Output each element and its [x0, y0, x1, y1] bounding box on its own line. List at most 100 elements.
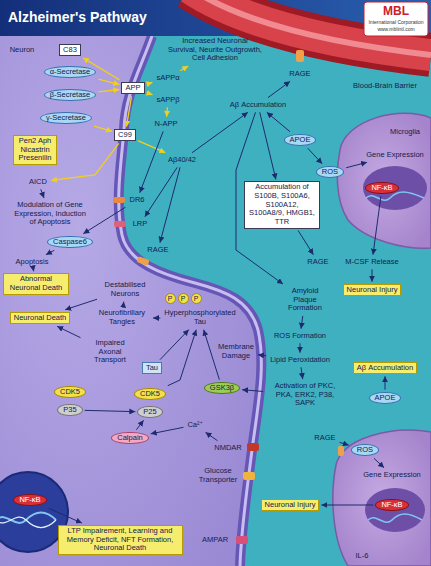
pathway-arrow	[147, 93, 153, 95]
process-label: M-CSF Release	[343, 257, 400, 268]
node-text: Aβ40/42	[168, 156, 196, 165]
pathway-arrow	[299, 343, 300, 352]
node-text: P	[179, 294, 188, 303]
phosphate-circle: P	[178, 293, 189, 304]
factor-oval: NF-κB	[365, 182, 398, 195]
kinase-oval: CDK5	[134, 388, 166, 401]
protein-label: Hyperphosphorylated Tau	[162, 308, 237, 327]
receptor-label: RAGE	[305, 257, 330, 268]
factor-oval: NF-κB	[375, 499, 408, 512]
activator-oval: P35	[57, 404, 82, 417]
node-text: Neurofibrillary Tangles	[95, 309, 149, 326]
activator-oval: P25	[137, 406, 162, 419]
pathway-arrow	[145, 167, 177, 216]
node-text: Hyperphosphorylated Tau	[164, 309, 235, 326]
node-text: C83	[63, 46, 77, 55]
node-text: CDK5	[60, 388, 80, 397]
process-label: Gene Expression	[364, 150, 426, 161]
logo-subtext: International Corporation	[368, 20, 423, 26]
cell-label: Neuron	[10, 46, 35, 55]
peptide-label: Aβ40/42	[166, 155, 198, 166]
pathway-arrow	[65, 299, 97, 309]
pathway-arrow	[242, 390, 263, 392]
pathway-arrow	[153, 318, 160, 319]
node-text: P35	[63, 406, 76, 415]
pathway-arrow	[126, 96, 131, 126]
node-text: CDK5	[140, 390, 160, 399]
node-text: GSK3β	[210, 384, 234, 393]
outcome-box: Neuronal Injury	[261, 499, 320, 512]
enzyme-oval: Caspase6	[47, 236, 93, 249]
pathway-arrow	[98, 90, 119, 92]
pathway-arrow	[340, 442, 349, 445]
process-label: Amyloid Plaque Formation	[281, 286, 329, 314]
node-text: Accumulation of S100B, S100A6, S100A12, …	[248, 183, 316, 226]
cell-label: Microglia	[390, 128, 420, 137]
outcome-label: Increased Neuronal Survival, Neurite Out…	[165, 36, 265, 64]
fragment-label: AICD	[27, 177, 49, 188]
diagram-title: Alzheimer's Pathway	[8, 9, 147, 25]
receptor-label: RAGE	[145, 245, 170, 256]
pathway-arrow	[94, 126, 112, 131]
pathway-arrow	[308, 148, 322, 163]
ros-oval: ROS	[351, 444, 379, 457]
cytokine-label: IL-6	[356, 552, 369, 561]
node-text: Destabilised Neurons	[101, 281, 149, 298]
fragment-label: N-APP	[153, 119, 180, 130]
outcome-box: LTP Impairement, Learning and Memory Def…	[58, 525, 183, 555]
node-text: Activation of PKC, PKA, ERK2, P38, SAPK	[267, 382, 343, 408]
process-label: Impaired Axonal Transport	[83, 338, 138, 366]
node-text: Tau	[146, 364, 158, 373]
ros-oval: ROS	[316, 166, 344, 179]
pathway-arrow	[46, 250, 54, 254]
pathway-arrow	[140, 131, 163, 192]
pathway-arrow	[147, 82, 153, 84]
outcome-label: Modulation of Gene Expression, Induction…	[10, 200, 90, 228]
receptor-label: AMPAR	[200, 535, 230, 546]
node-text: Neuronal Injury	[265, 501, 316, 510]
node-text: sAPPβ	[156, 96, 179, 105]
node-text: α-Secretase	[50, 68, 91, 77]
process-label: Activation of PKC, PKA, ERK2, P38, SAPK	[265, 381, 345, 409]
node-text: Glucose Transporter	[198, 467, 238, 484]
pathway-arrow	[321, 505, 373, 506]
pathway-arrow	[385, 376, 386, 389]
node-text: Aβ Accumulation	[230, 101, 286, 110]
node-text: C99	[118, 131, 132, 140]
node-text: P	[166, 294, 175, 303]
node-text: Neuronal Death	[14, 314, 67, 323]
node-text: M-CSF Release	[345, 258, 398, 267]
receptor-label: NMDAR	[212, 443, 244, 454]
node-text: AICD	[29, 178, 47, 187]
protein-oval: APOE	[369, 392, 402, 405]
process-label: Neurofibrillary Tangles	[93, 308, 151, 327]
pathway-arrow	[160, 330, 189, 360]
barrier-label: Blood-Brain Barrier	[353, 82, 417, 91]
fragment-box: C83	[59, 44, 81, 57]
node-text: RAGE	[307, 258, 328, 267]
process-label: ROS Formation	[272, 331, 328, 342]
process-label: Gene Expression	[361, 470, 423, 481]
pathway-arrow	[85, 410, 136, 411]
pathway-arrow	[166, 107, 168, 116]
pathway-arrow	[205, 432, 217, 440]
pathway-arrow	[373, 196, 381, 254]
phosphate-circle: P	[165, 293, 176, 304]
pathway-arrow	[192, 112, 248, 152]
outcome-box: Neuronal Death	[10, 312, 71, 325]
pathway-arrow	[160, 167, 180, 242]
node-text: Apoptosis	[16, 258, 49, 267]
node-text: γ-Secretase	[46, 114, 86, 123]
node-text: RAGE	[147, 246, 168, 255]
ion-label: Ca²⁺	[185, 420, 204, 431]
pathway-arrow	[260, 112, 276, 179]
pathway-arrow	[374, 458, 384, 467]
pathway-arrow	[268, 81, 290, 97]
node-text: NF-κB	[381, 501, 402, 510]
node-text: RAGE	[314, 434, 335, 443]
fragment-label: sAPPβ	[154, 95, 181, 106]
node-text: ROS	[322, 168, 338, 177]
pathway-arrow	[258, 355, 266, 356]
enzyme-oval: α-Secretase	[44, 66, 97, 79]
